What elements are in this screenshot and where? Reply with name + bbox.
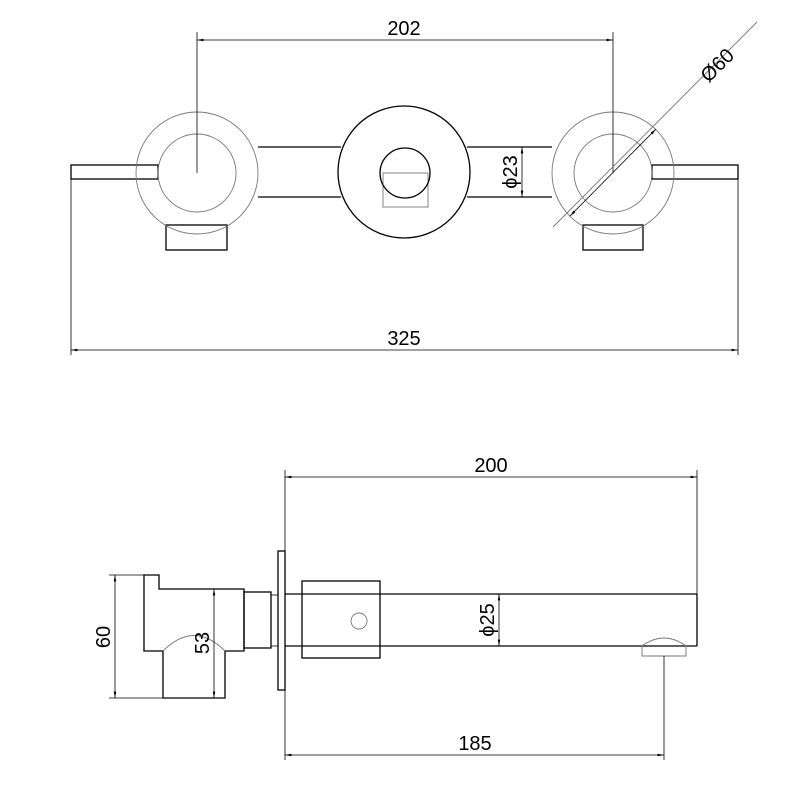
center-diverter bbox=[337, 105, 471, 239]
dimension-185: 185 bbox=[285, 656, 665, 760]
dimension-202: 202 bbox=[196, 18, 614, 173]
spout bbox=[285, 580, 698, 659]
dim-label-53: 53 bbox=[192, 632, 214, 654]
front-view: 202 325 Ø60 ϕ23 bbox=[70, 18, 758, 355]
dim-label-202: 202 bbox=[387, 18, 420, 40]
dim-label-diameter-60: Ø60 bbox=[697, 45, 739, 87]
side-view: 200 185 ϕ25 60 53 bbox=[93, 455, 698, 760]
dim-label-60: 60 bbox=[93, 626, 115, 648]
dimension-diameter-25: ϕ25 bbox=[477, 594, 501, 646]
dim-label-200: 200 bbox=[474, 455, 507, 477]
dim-label-diameter-25: ϕ25 bbox=[477, 603, 499, 636]
dim-label-185: 185 bbox=[458, 733, 491, 755]
dimension-diameter-60: Ø60 bbox=[552, 21, 758, 228]
dimension-diameter-23: ϕ23 bbox=[500, 147, 524, 197]
dimension-200: 200 bbox=[284, 455, 698, 760]
dimension-60: 60 bbox=[93, 574, 163, 699]
aerator bbox=[641, 637, 687, 657]
set-screw bbox=[350, 612, 368, 630]
dim-label-diameter-23: ϕ23 bbox=[500, 155, 522, 188]
connector-bars bbox=[258, 146, 552, 198]
dimension-53: 53 bbox=[192, 589, 216, 698]
dimension-325: 325 bbox=[70, 179, 739, 355]
side-pipes bbox=[70, 164, 739, 180]
dim-label-325: 325 bbox=[387, 328, 420, 350]
wall-plate bbox=[277, 550, 286, 691]
